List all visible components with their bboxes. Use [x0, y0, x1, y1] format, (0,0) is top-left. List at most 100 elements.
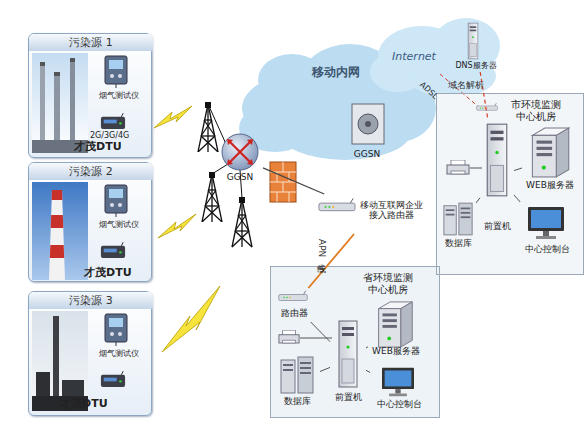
center-room-fill [270, 93, 584, 418]
text-block: 才茂DTU [84, 267, 148, 280]
monitor-icon [528, 207, 564, 239]
router-symbol [229, 141, 251, 163]
web-server-icon [532, 128, 568, 177]
node-label: 路由器 [274, 308, 314, 318]
router-symbol [247, 139, 253, 145]
router-symbol [222, 134, 258, 170]
text-block: 路由器 [274, 308, 314, 318]
chimney-photo [54, 72, 60, 150]
node-label: 数据库 [274, 396, 320, 406]
server-node: WEB服务器 [368, 298, 424, 358]
router-symbol [227, 139, 233, 145]
text-block: 污染源 2 [29, 163, 153, 180]
connector-line [476, 198, 480, 203]
server-icon [339, 124, 507, 387]
cell-tower [202, 172, 222, 222]
node-label: 烟气测试仪 [90, 220, 148, 229]
router-symbol [229, 141, 251, 163]
connector-line [480, 72, 487, 118]
console-node: 中心控制台 [370, 364, 428, 414]
ggsn-server [352, 104, 384, 144]
node-label: 数据库 [440, 238, 476, 248]
chimney-photo [32, 53, 88, 153]
cloud [258, 54, 326, 106]
server-icon [487, 124, 507, 196]
text-block: 烟气测试仪 [90, 220, 148, 229]
node-label: 中心控制台 [370, 399, 428, 409]
ggsn-server [365, 121, 371, 127]
center-room: 省环境监测中心机房路由器前置机 WEB服务器数据库 中心控制台 [270, 266, 440, 418]
center-room: 市环境监测中心机房前置机 WEB服务器数据库中心控制台 [436, 93, 584, 275]
text-block: 前置机 [330, 392, 366, 402]
text-block: 市环境监测中心机房 [509, 99, 563, 122]
node-label: GGSN [217, 172, 263, 182]
firewall [277, 192, 278, 202]
node-label: 市环境监测中心机房 [509, 99, 563, 122]
chimney-photo [54, 72, 60, 76]
panel-fill [28, 33, 152, 416]
text-block: GGSN [217, 172, 263, 182]
chimney-photo [32, 53, 88, 411]
text-block: 移动内网 [296, 66, 376, 80]
ggsn-server [352, 104, 384, 144]
router-symbol [229, 141, 251, 163]
printer-wire [300, 338, 332, 339]
connector-line [311, 322, 330, 342]
chimney-photo [70, 58, 75, 62]
router-node: 移动互联网企业接入路由器 [316, 194, 426, 234]
text-block: 移动互联网企业接入路由器 [358, 200, 424, 221]
router-icon [279, 291, 308, 301]
text-block: Internet [382, 51, 446, 64]
text-block: WEB服务器 [368, 346, 424, 356]
text-block: GGSN [341, 149, 393, 159]
node-label: 才茂DTU [60, 398, 124, 411]
instrument-box: 烟气测试仪 [90, 180, 148, 236]
connector-line [514, 195, 520, 202]
firewall [283, 162, 284, 172]
printer [447, 160, 469, 174]
center-room-fill [270, 266, 440, 418]
server-node: DNS服务器 [452, 20, 500, 72]
source-panel: 污染源 2 烟气测试仪才茂DTU [28, 162, 152, 282]
text-block: 污染源 3 [29, 292, 153, 309]
node-label: 中心控制台 [516, 244, 578, 254]
instrument-icon [105, 56, 127, 88]
text-block: 烟气测试仪 [90, 91, 148, 100]
dtu-box: 才茂DTU [60, 369, 146, 415]
text-block: 污染源 1 [29, 34, 153, 51]
node-label: GGSN [341, 149, 393, 159]
connector-line [320, 367, 330, 371]
chimney-photo [40, 62, 45, 66]
chimney-photo [50, 245, 64, 258]
panel-fill [28, 33, 152, 158]
lightning-bolt [154, 106, 192, 128]
edge-label: APN专线 [315, 239, 328, 257]
server-icon [339, 321, 357, 387]
web-server-icon [379, 128, 569, 347]
chimney-photo [40, 62, 45, 150]
node-label: 才茂DTU [84, 267, 148, 280]
dns-server [468, 23, 478, 59]
node-label: 烟气测试仪 [90, 349, 148, 358]
dtu-icon [101, 371, 125, 387]
database-icon [281, 203, 472, 393]
router-symbol [227, 139, 253, 165]
router-symbol [227, 159, 233, 165]
node-label: WEB服务器 [522, 180, 578, 190]
chimney-photo [32, 311, 88, 411]
router-symbol [222, 134, 258, 170]
server-node: 前置机 [480, 118, 514, 234]
node-label: 才茂DTU [74, 141, 138, 154]
text-block: 省环境监测中心机房 [361, 272, 415, 295]
tower-wire [208, 104, 226, 144]
node-label: 污染源 2 [29, 163, 153, 180]
text-block: 中心控制台 [370, 399, 428, 409]
connector-line [263, 168, 324, 194]
firewall [277, 172, 278, 182]
chimney-photo [70, 58, 75, 150]
source-panel: 污染源 3 烟气测试仪才茂DTU [28, 291, 152, 416]
cloud [279, 104, 411, 160]
dtu-box: 才茂DTU [70, 240, 146, 284]
monitor-icon [382, 207, 564, 396]
node-label: 省环境监测中心机房 [361, 272, 415, 295]
